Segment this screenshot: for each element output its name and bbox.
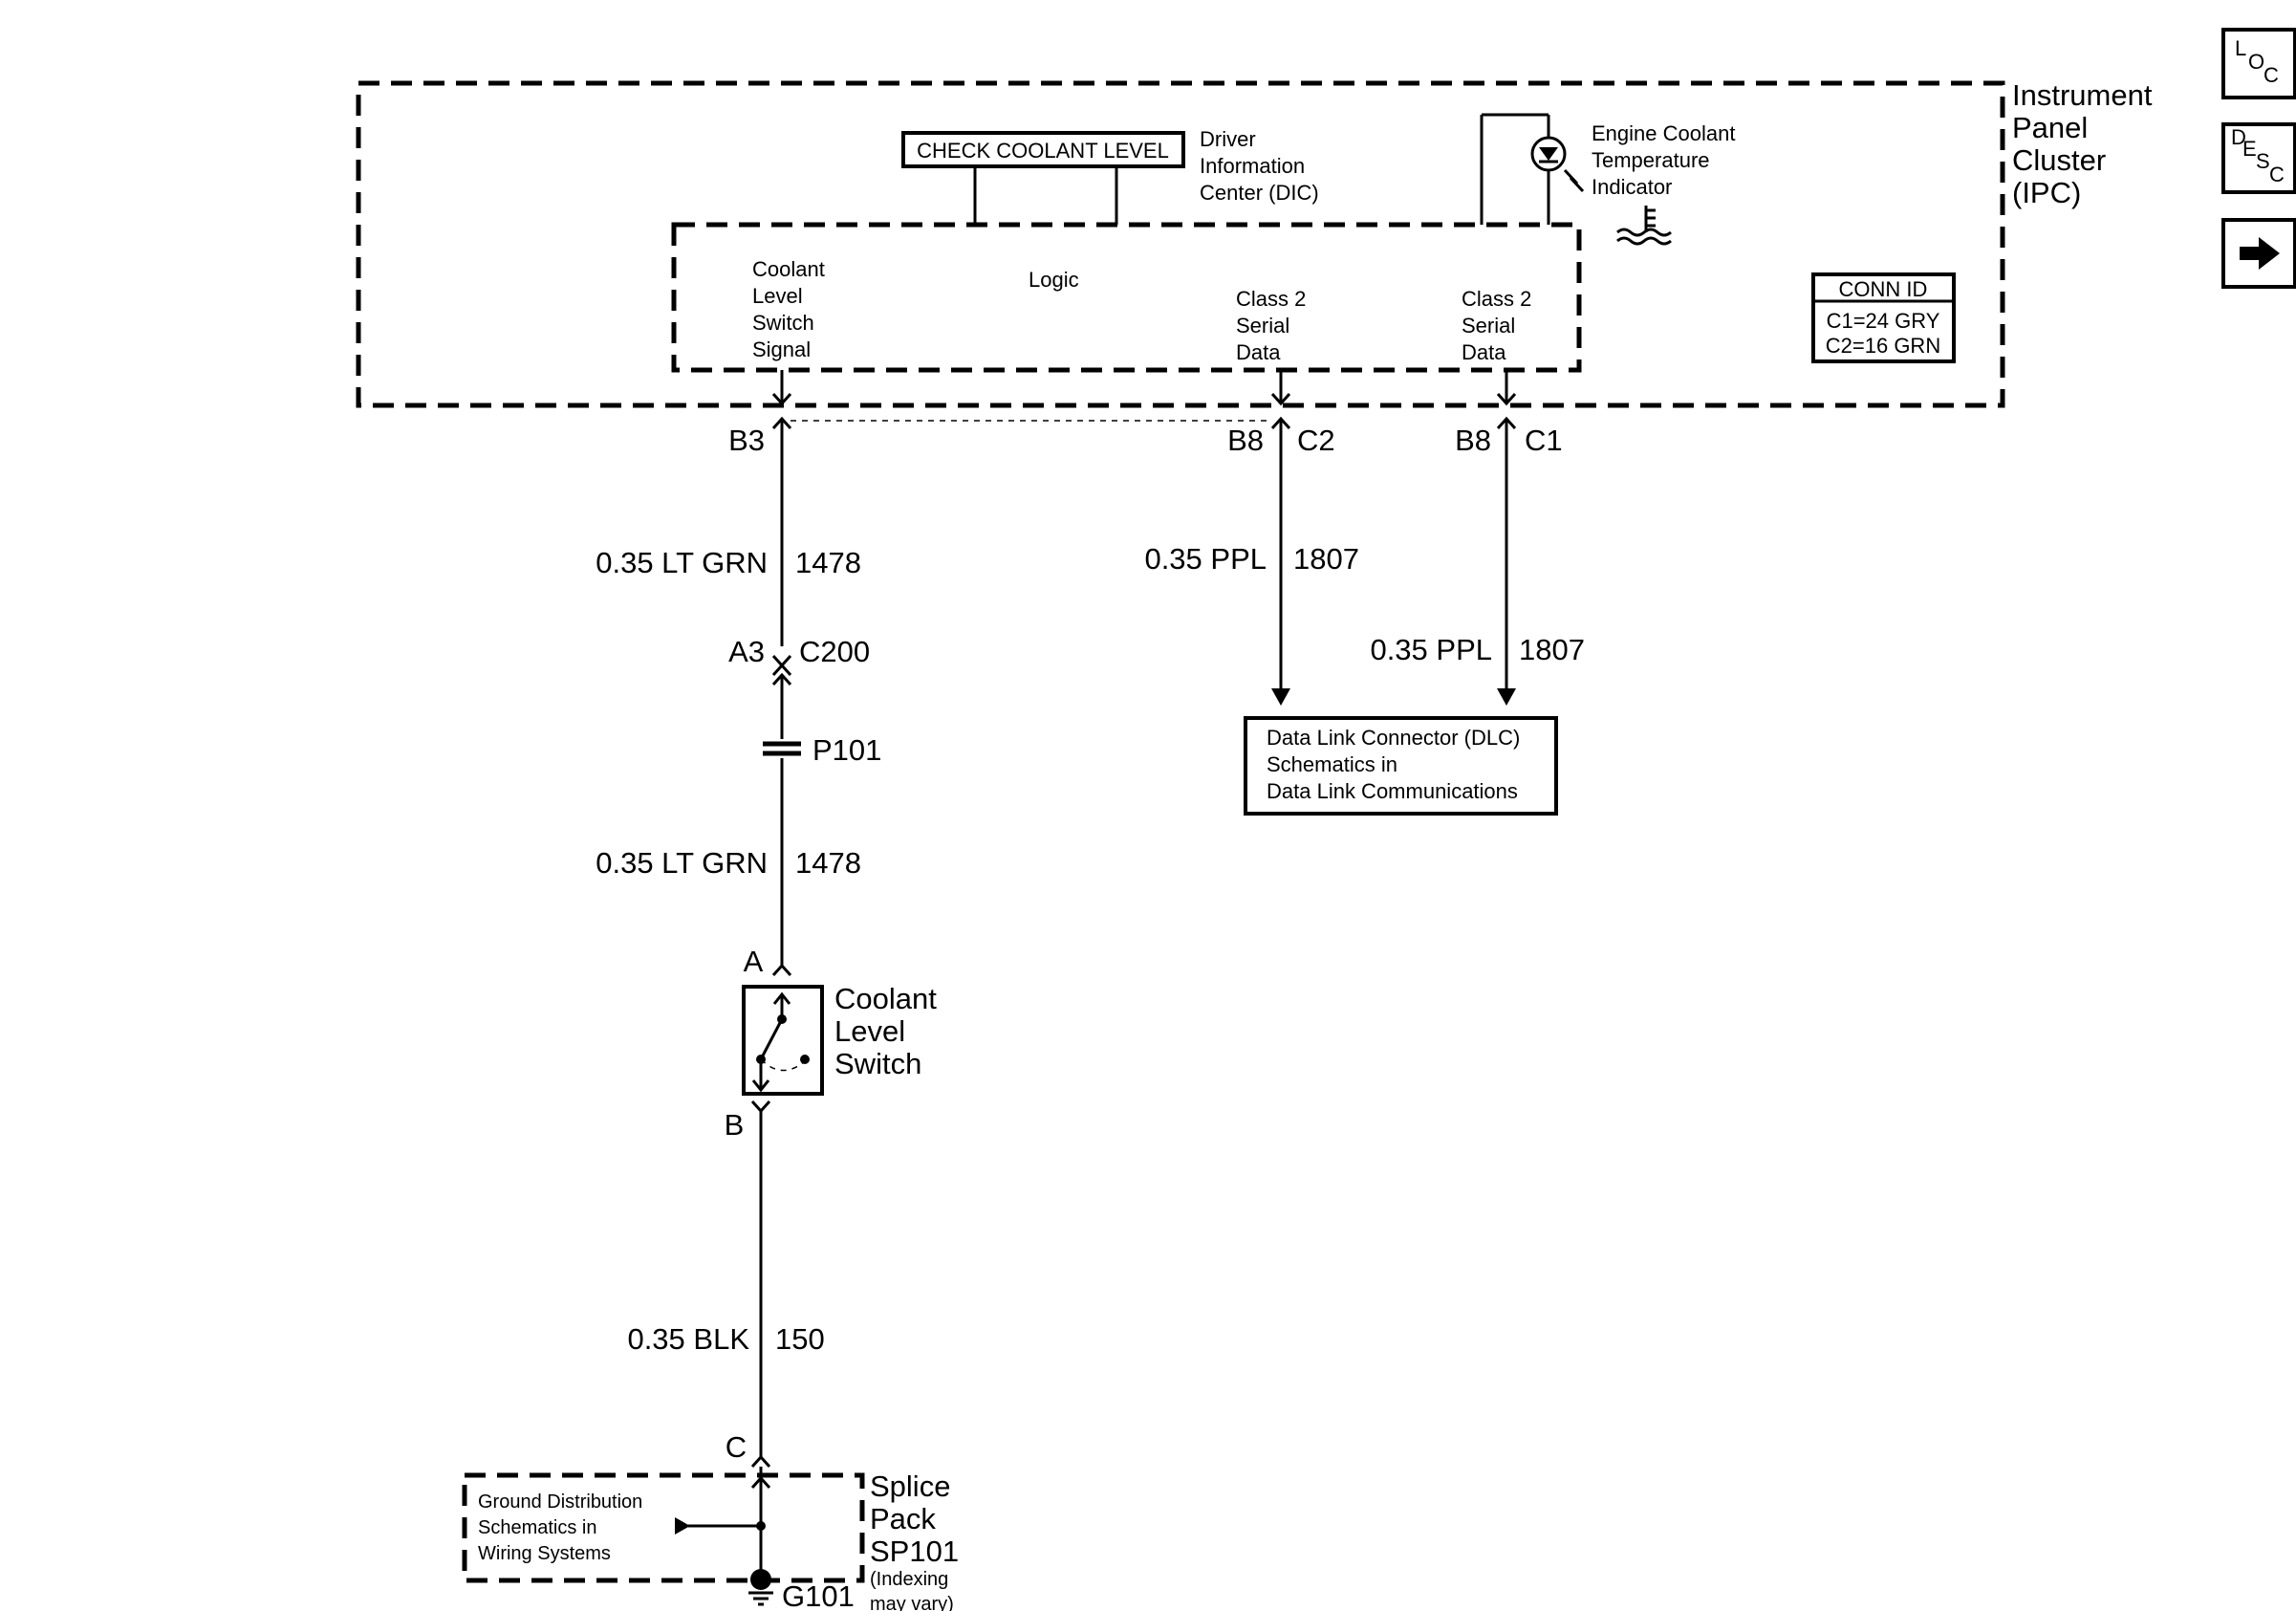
pin-b: B <box>725 1108 745 1142</box>
class2-a-line-1: Class 2 <box>1236 287 1306 311</box>
loc-letter-1: L <box>2235 36 2246 60</box>
loc-letter-2: O <box>2248 50 2264 74</box>
class2-b-line-3: Data <box>1462 340 1506 364</box>
coolant-signal-line-2: Level <box>752 284 803 308</box>
ground-dist-line-2: Schematics in <box>478 1517 597 1538</box>
coolant-level-circuit: B3 0.35 LT GRN 1478 A3 C200 P101 0.35 LT… <box>596 419 937 1469</box>
loc-letter-3: C <box>2264 63 2279 87</box>
conn-id-header: CONN ID <box>1839 277 1928 301</box>
mid-pin-b8: B8 <box>1227 424 1264 457</box>
pin-a: A <box>744 945 764 978</box>
wire1-circuit: 1478 <box>795 546 861 579</box>
class2-a-line-2: Serial <box>1236 314 1289 337</box>
dic-desc-line-1: Driver <box>1200 127 1256 151</box>
ipc-connector-terminals <box>771 370 1517 430</box>
next-button[interactable] <box>2221 218 2296 289</box>
ipc-module: Instrument Panel Cluster (IPC) CHECK COO… <box>356 78 2153 408</box>
desc-letter-2: E <box>2242 137 2257 161</box>
ipc-title-line-2: Panel <box>2012 111 2088 144</box>
dic-desc-line-2: Information <box>1200 154 1305 178</box>
dlc-line-1: Data Link Connector (DLC) <box>1267 726 1520 750</box>
dic-message-box <box>901 131 1185 168</box>
ipc-title-line-1: Instrument <box>2012 78 2153 112</box>
splice-pack-title-3: SP101 <box>870 1535 959 1568</box>
led-indicator-icon <box>1480 113 1585 225</box>
loc-button[interactable]: L O C <box>2221 28 2296 99</box>
splice-p101-icon <box>763 741 801 756</box>
splice-pack-title-2: Pack <box>870 1502 936 1535</box>
logic-boundary <box>671 222 1582 373</box>
wire2-circuit: 1478 <box>795 846 861 880</box>
wire2-label: 0.35 LT GRN <box>596 846 768 880</box>
conn-id-row-2: C2=16 GRN <box>1826 334 1940 358</box>
desc-letter-1: D <box>2231 125 2246 149</box>
conn-id-row-1: C1=24 GRY <box>1827 309 1940 333</box>
class2-a-line-3: Data <box>1236 340 1281 364</box>
pin-b3: B3 <box>728 424 765 457</box>
dic-message-label: CHECK COOLANT LEVEL <box>917 139 1169 163</box>
coolant-signal-line-4: Signal <box>752 337 811 361</box>
class2-b-line-1: Class 2 <box>1462 287 1531 311</box>
wire3-circuit: 150 <box>775 1322 825 1356</box>
wire3-label: 0.35 BLK <box>627 1322 749 1356</box>
right-conn-c1: C1 <box>1525 424 1563 457</box>
splice-pack-note-2: may vary) <box>870 1594 954 1611</box>
ipc-boundary <box>356 80 2005 408</box>
mid-wire-circuit: 1807 <box>1293 542 1359 576</box>
class2-b-line-2: Serial <box>1462 314 1515 337</box>
desc-letter-3: S <box>2256 149 2270 173</box>
mid-wire-label: 0.35 PPL <box>1144 542 1267 576</box>
splice-pack-note-1: (Indexing <box>870 1569 948 1590</box>
ipc-title-line-3: Cluster <box>2012 143 2106 177</box>
dlc-line-2: Schematics in <box>1267 752 1397 776</box>
pin-c: C <box>726 1430 747 1464</box>
switch-label-line-2: Level <box>834 1014 905 1048</box>
conn-id-table: CONN ID C1=24 GRY C2=16 GRN <box>1811 272 1956 363</box>
mid-conn-c2: C2 <box>1297 424 1335 457</box>
class2-circuit-c2: B8 C2 0.35 PPL 1807 <box>1144 419 1359 706</box>
desc-button[interactable]: D E S C <box>2221 122 2296 194</box>
logic-label: Logic <box>1029 268 1079 292</box>
desc-letter-4: C <box>2269 163 2285 186</box>
pin-a3: A3 <box>728 635 765 668</box>
right-wire-circuit: 1807 <box>1519 633 1585 666</box>
coolant-temperature-icon <box>1616 206 1672 246</box>
splice-pack-title-1: Splice <box>870 1469 950 1503</box>
ground-g101: G101 <box>782 1579 855 1611</box>
ground-dist-line-3: Wiring Systems <box>478 1543 611 1564</box>
switch-label-line-3: Switch <box>834 1047 921 1080</box>
dic-desc-line-3: Center (DIC) <box>1200 181 1319 205</box>
coolant-signal-line-1: Coolant <box>752 257 825 281</box>
right-wire-label: 0.35 PPL <box>1370 633 1492 666</box>
coolant-signal-line-3: Switch <box>752 311 814 335</box>
class2-circuit-c1: B8 C1 0.35 PPL 1807 <box>1370 419 1585 706</box>
splice-p101: P101 <box>812 733 881 767</box>
splice-pack-sp101: Ground Distribution Schematics in Wiring… <box>462 1467 959 1611</box>
engine-indicator-line-3: Indicator <box>1592 175 1672 199</box>
ground-icon <box>748 1569 773 1606</box>
switch-label-line-1: Coolant <box>834 982 937 1015</box>
engine-indicator-line-1: Engine Coolant <box>1592 121 1735 145</box>
ground-dist-line-1: Ground Distribution <box>478 1491 642 1513</box>
ipc-title-line-4: (IPC) <box>2012 176 2081 209</box>
dlc-line-3: Data Link Communications <box>1267 779 1518 803</box>
engine-indicator-line-2: Temperature <box>1592 148 1710 172</box>
arrow-right-icon <box>2240 237 2280 270</box>
dlc-box: Data Link Connector (DLC) Schematics in … <box>1244 716 1558 816</box>
conn-c200: C200 <box>799 635 870 668</box>
coolant-level-switch-icon <box>742 985 824 1096</box>
right-pin-b8: B8 <box>1455 424 1491 457</box>
wire1-label: 0.35 LT GRN <box>596 546 768 579</box>
splice-pack-boundary <box>462 1472 865 1583</box>
